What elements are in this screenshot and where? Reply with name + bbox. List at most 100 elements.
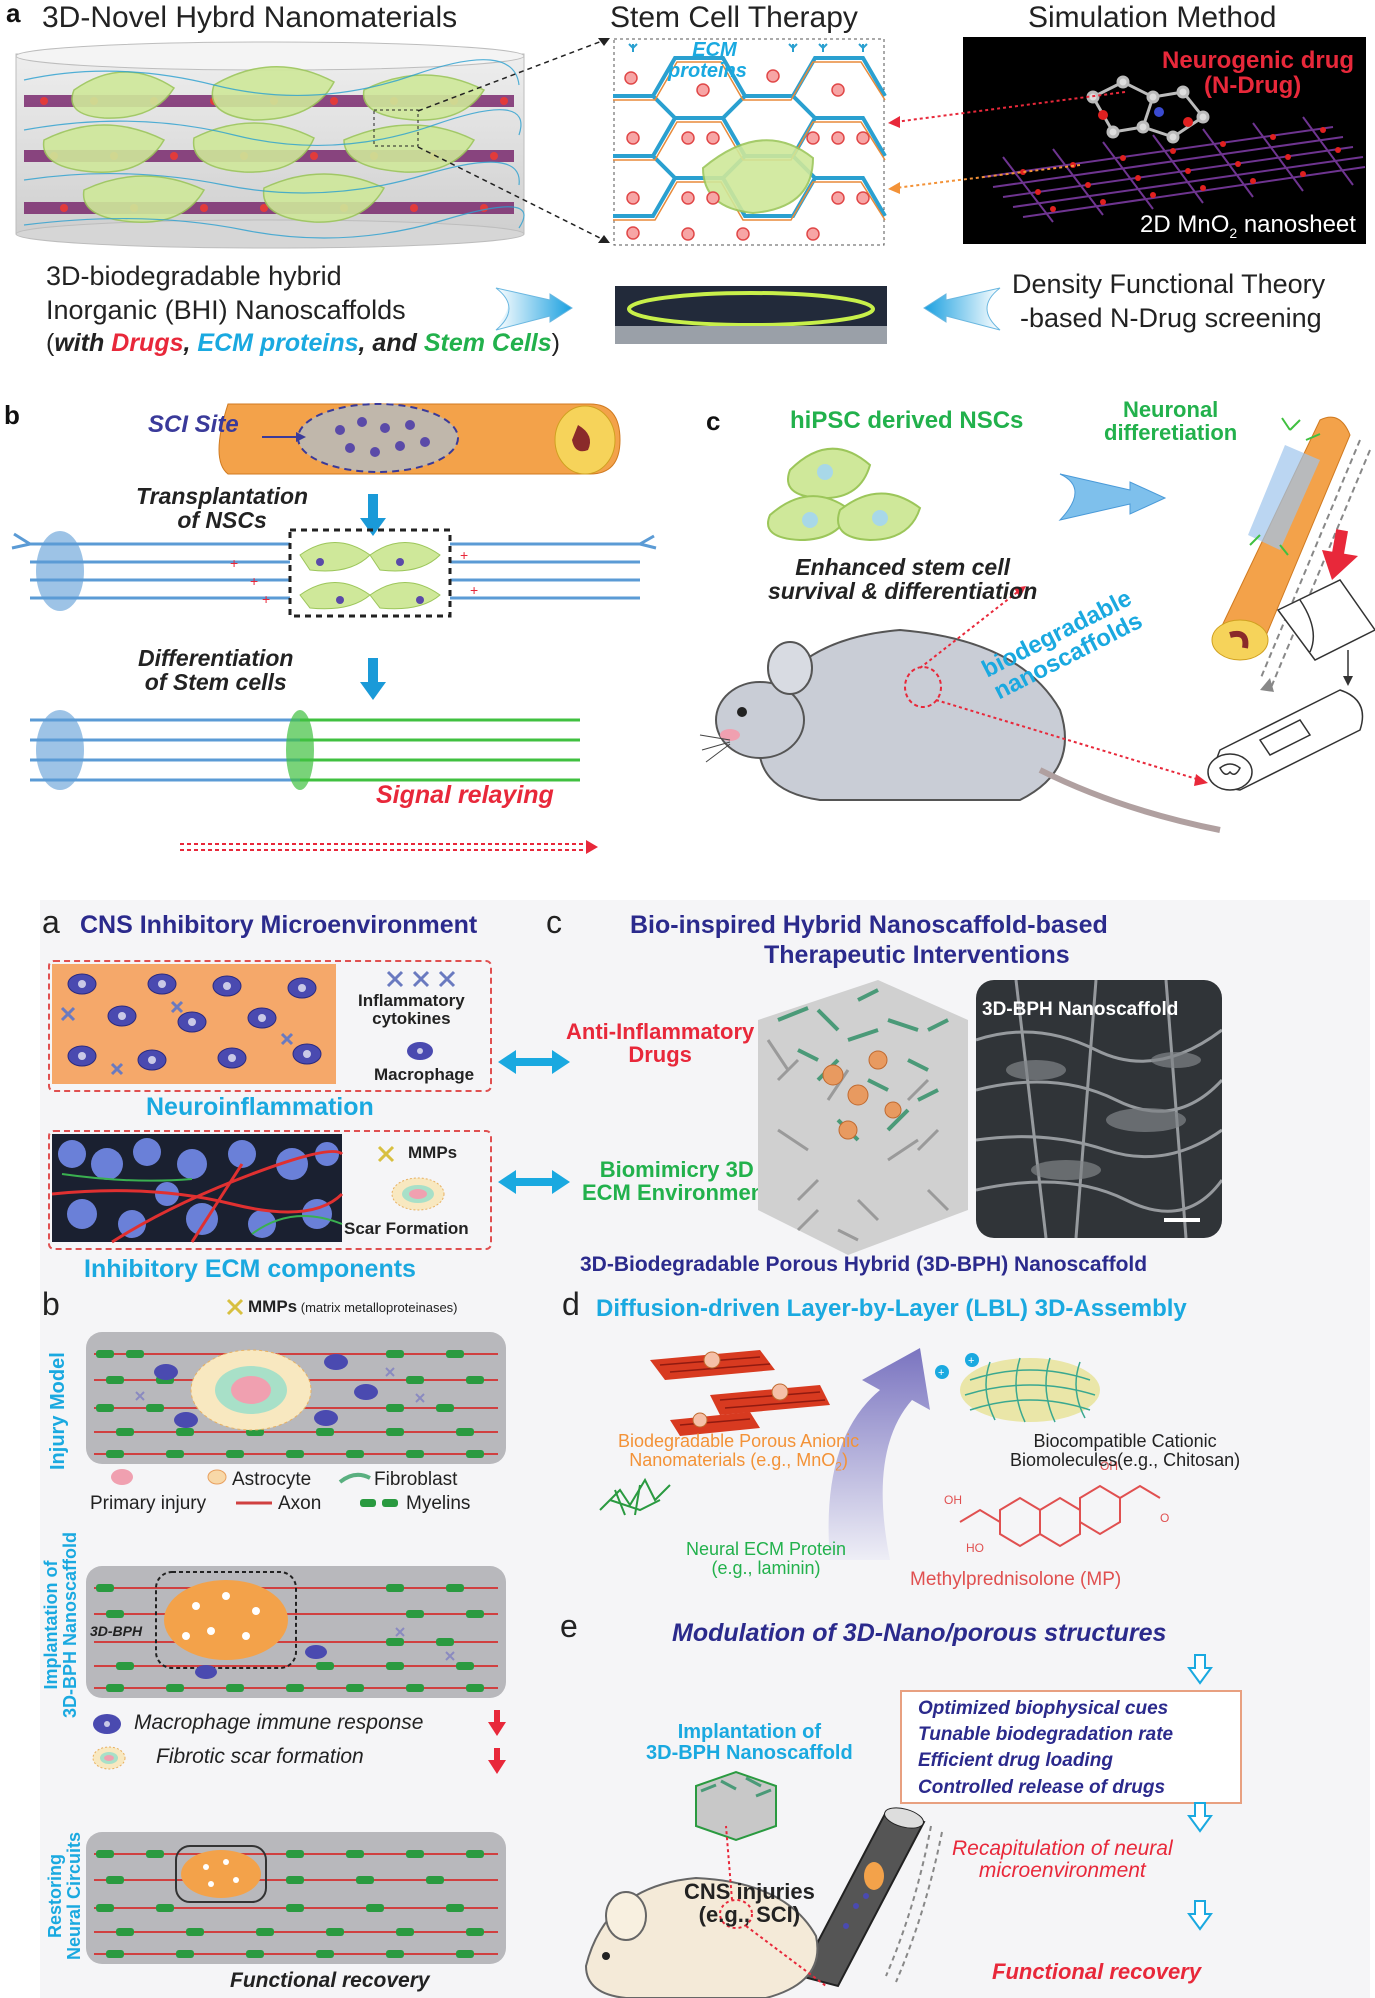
down-arrow-scar xyxy=(488,1748,506,1774)
mouse-and-scaffold-illustration xyxy=(699,416,1375,833)
bhi-line1: 3D-biodegradable hybrid xyxy=(46,261,342,291)
mp-label: Methylprednisolone (MP) xyxy=(910,1569,1122,1590)
macrophage-response-icon xyxy=(93,1714,121,1734)
diff-line2: of Stem cells xyxy=(144,669,287,696)
anionic-line2: Nanomaterials (e.g., MnO2) xyxy=(618,1449,859,1474)
ecm-label-line1: ECM xyxy=(692,39,737,61)
bottom-panel-d-letter: d xyxy=(562,1286,580,1322)
svg-text:+: + xyxy=(968,1355,974,1367)
mno2-nanosheet-label: 2D MnO2 nanosheet xyxy=(1140,212,1356,240)
restore-line1: Restoring xyxy=(45,1853,65,1938)
drug-line2: (N-Drug) xyxy=(1204,72,1302,100)
down-arrow-e1 xyxy=(1187,1654,1213,1685)
neuroinflammation-label: Neuroinflammation xyxy=(146,1093,374,1121)
signal-relaying-label: Signal relaying xyxy=(376,781,554,809)
anionic-line2-text: Nanomaterials (e.g., MnO xyxy=(629,1449,836,1470)
top-panel-b-letter: b xyxy=(4,400,20,430)
axon-icon xyxy=(236,1501,272,1505)
neurogenic-drug-label: Neurogenic drug (N-Drug) xyxy=(1162,48,1354,100)
anti-line1: Anti-Inflammatory xyxy=(566,1019,755,1044)
inflammatory-cytokines-label: Inflammatory cytokines xyxy=(358,992,465,1028)
with-comma2: , and xyxy=(358,329,424,357)
svg-text:O: O xyxy=(1160,1511,1169,1525)
mmps-legend-icon xyxy=(226,1298,244,1316)
anionic-sub: 2 xyxy=(835,1459,842,1474)
cationic-line1: Biocompatible Cationic xyxy=(1033,1431,1217,1451)
anti-line2: Drugs xyxy=(628,1042,692,1068)
c-title-line2: Therapeutic Interventions xyxy=(764,941,1070,969)
fibrotic-scar-label: Fibrotic scar formation xyxy=(156,1745,364,1768)
fibroblast-label: Fibroblast xyxy=(374,1469,458,1490)
enhanced-line2: survival & differentiation xyxy=(768,578,1038,605)
properties-box xyxy=(900,1690,1242,1804)
title-hybrid-nanomaterials: 3D-Novel Hybrd Nanomaterials xyxy=(42,1,458,34)
implant-e-line1: Implantation of xyxy=(677,1721,822,1743)
svg-text:+: + xyxy=(230,555,238,571)
biomimicry-line1: Biomimicry 3D xyxy=(599,1157,754,1182)
functional-recovery-b-label: Functional recovery xyxy=(230,1969,430,1992)
restore-line2: Neural Circuits xyxy=(63,1831,84,1960)
with-stem: Stem Cells xyxy=(423,329,552,357)
c-title-line1: Bio-inspired Hybrid Nanoscaffold-based xyxy=(630,911,1108,939)
sci-site-label: SCI Site xyxy=(148,411,239,438)
neuronal-line1: Neuronal xyxy=(1122,397,1219,422)
injury-model-label: Injury Model xyxy=(47,1352,69,1470)
title-stem-cell-therapy: Stem Cell Therapy xyxy=(610,1,858,34)
top-panel-c-letter: c xyxy=(706,406,721,436)
implant-vertical-label: Implantation of 3D-BPH Nanoscaffold xyxy=(41,1531,80,1718)
with-comma1: , xyxy=(183,329,198,357)
neuronal-line2: differetiation xyxy=(1104,420,1238,446)
transplantation-label: Transplantation of NSCs xyxy=(136,484,308,532)
inflam-line1: Inflammatory xyxy=(358,991,465,1010)
myelins-label: Myelins xyxy=(406,1493,471,1514)
hipsc-label: hiPSC derived NSCs xyxy=(790,407,1024,434)
svg-text:OH: OH xyxy=(944,1493,962,1507)
implant-v-line2: 3D-BPH Nanoscaffold xyxy=(59,1531,80,1718)
scar-formation-label: Scar Formation xyxy=(344,1219,469,1238)
svg-text:OH: OH xyxy=(1100,1459,1118,1473)
neuronal-differentiation-label: Neuronal differetiation xyxy=(1104,398,1237,444)
macrophage-label: Macrophage xyxy=(374,1065,475,1084)
biomimicry-line2: ECM Environment xyxy=(582,1180,772,1206)
sem-image xyxy=(976,980,1222,1238)
bottom-panel-e-letter: e xyxy=(560,1608,578,1644)
modulation-title: Modulation of 3D-Nano/porous structures xyxy=(672,1619,1167,1647)
mmps-legend-bold: MMPs xyxy=(248,1297,298,1316)
fibroblast-icon xyxy=(338,1472,371,1484)
mmps-legend-rest: (matrix metalloproteinases) xyxy=(297,1300,458,1315)
svg-text:+: + xyxy=(938,1367,944,1379)
enhanced-survival-label: Enhanced stem cell survival & differenti… xyxy=(768,555,1037,603)
neural-ecm-label: Neural ECM Protein (e.g., laminin) xyxy=(686,1540,846,1578)
simulation-illustration xyxy=(963,37,1366,244)
restoring-vertical-label: Restoring Neural Circuits xyxy=(45,1831,84,1960)
property-item: Controlled release of drugs xyxy=(918,1776,1166,1798)
down-arrow-e3 xyxy=(1187,1900,1213,1931)
with-ecm: ECM proteins xyxy=(197,329,359,357)
sem-label: 3D-BPH Nanoscaffold xyxy=(982,999,1179,1020)
property-item: Tunable biodegradation rate xyxy=(918,1724,1174,1746)
bhi-arrows-and-dish xyxy=(495,286,1001,344)
mmps-legend: MMPs (matrix metalloproteinases) xyxy=(248,1298,458,1316)
neural-line1: Neural ECM Protein xyxy=(686,1539,847,1559)
anionic-close: ) xyxy=(841,1449,848,1470)
dft-line1: Density Functional Theory xyxy=(1012,269,1326,299)
double-arrows-a-to-c xyxy=(498,1050,570,1194)
neural-line2: (e.g., laminin) xyxy=(711,1557,821,1578)
property-item: Efficient drug loading xyxy=(918,1750,1113,1772)
macrophage-field xyxy=(52,964,336,1084)
transplant-line2: of NSCs xyxy=(177,507,267,534)
with-drugs: Drugs xyxy=(111,329,184,357)
bph-caption: 3D-Biodegradable Porous Hybrid (3D-BPH) … xyxy=(580,1253,1148,1276)
svg-text:+: + xyxy=(262,591,270,607)
cns-line1: CNS injuries xyxy=(684,1879,815,1904)
nanosheet-text: 2D MnO xyxy=(1140,211,1230,238)
down-arrow-e2 xyxy=(1187,1802,1213,1833)
nanoscaffold-cube-illustration xyxy=(758,980,968,1255)
bottom-panel-a-letter: a xyxy=(42,904,60,940)
spinal-cord-sci-illustration: +++++ xyxy=(11,403,657,854)
differentiation-label: Differentiation of Stem cells xyxy=(138,646,293,694)
anti-inflammatory-label: Anti-Inflammatory Drugs xyxy=(566,1020,754,1066)
mmps-label: MMPs xyxy=(408,1143,458,1162)
cationic-label: Biocompatible Cationic Biomolecules(e.g.… xyxy=(1010,1432,1240,1470)
